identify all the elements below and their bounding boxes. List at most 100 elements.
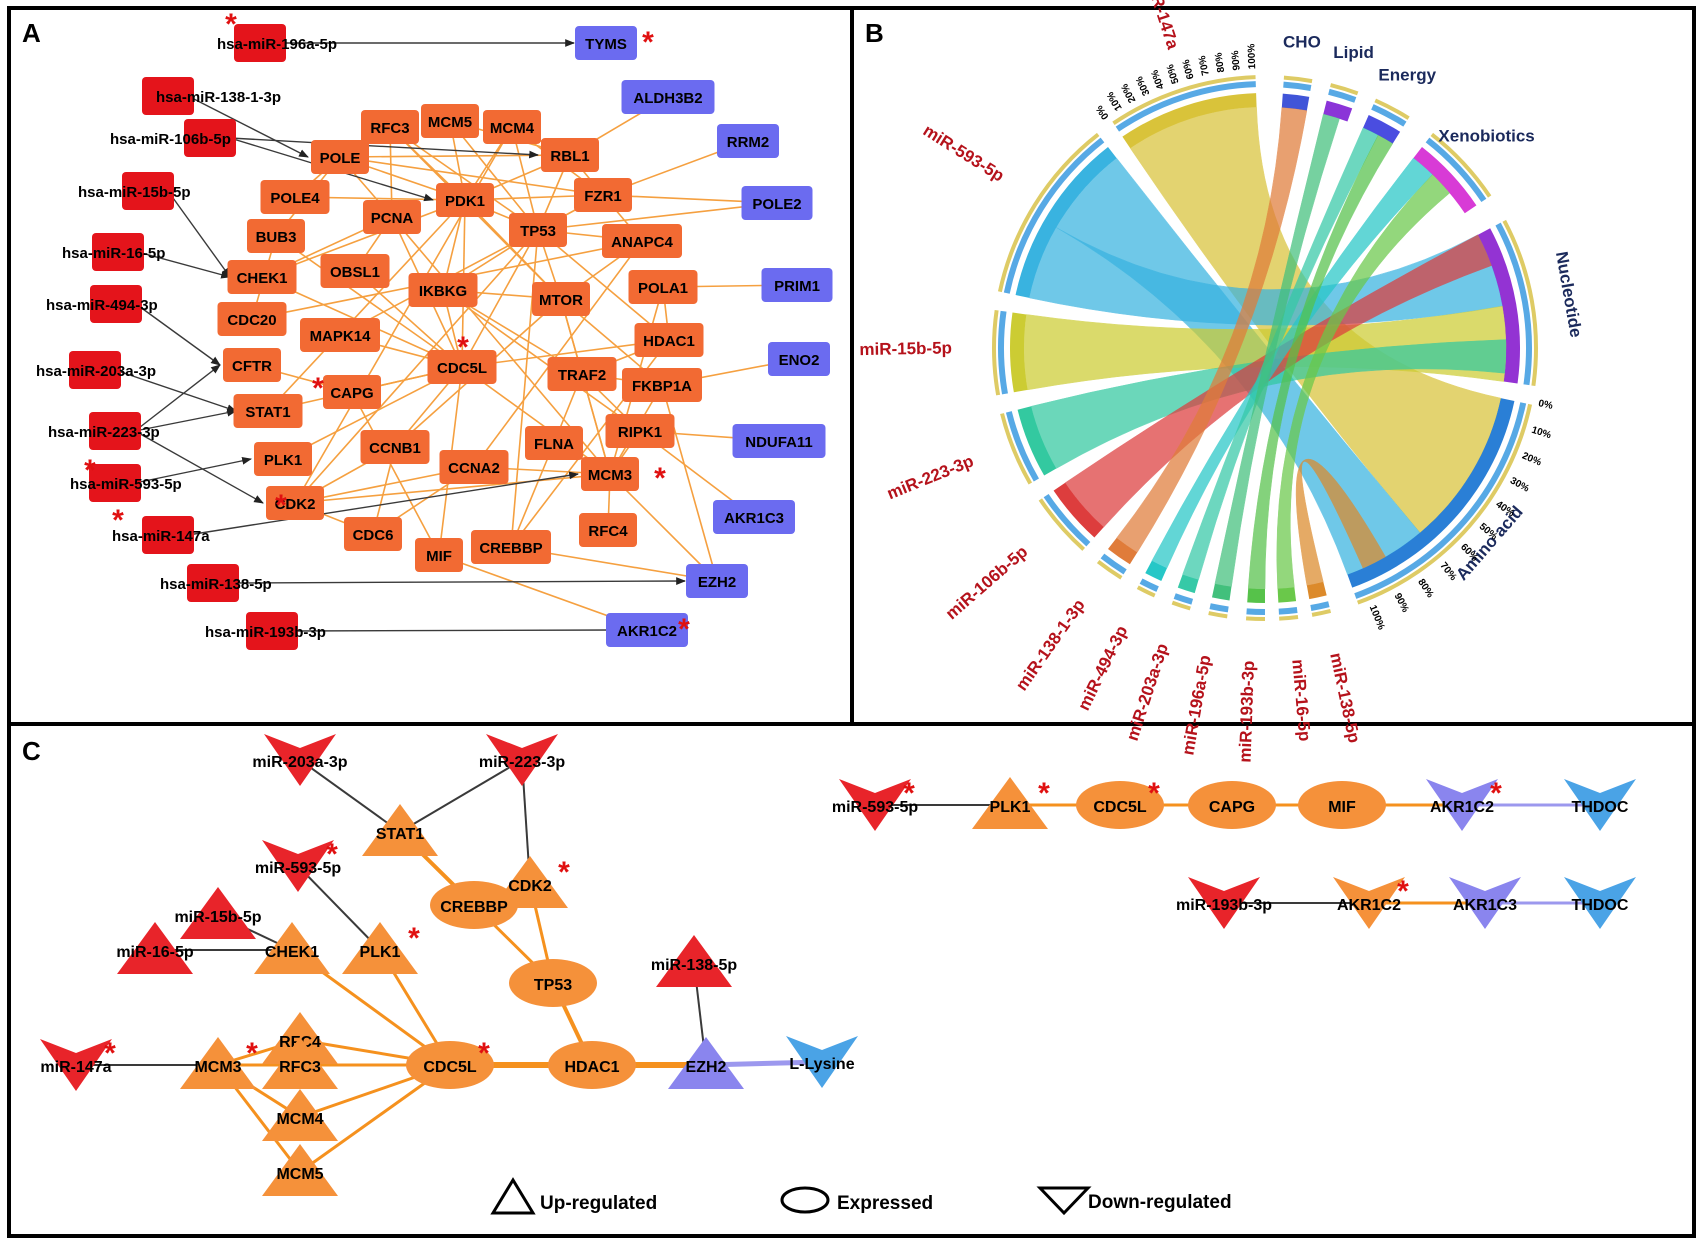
gene-label: HDAC1 bbox=[643, 333, 695, 350]
mirna-target-edge bbox=[134, 430, 264, 504]
chord-outer-track bbox=[1328, 88, 1357, 103]
significance-star-icon: * bbox=[558, 856, 570, 889]
gene-edge bbox=[537, 202, 778, 231]
percent-tick-label: 90% bbox=[1392, 592, 1411, 615]
mirna-label: hsa-miR-138-5p bbox=[160, 576, 272, 593]
percent-tick-label: 60% bbox=[1181, 58, 1197, 80]
mirna-node bbox=[234, 24, 286, 62]
metabolism-label: CHO bbox=[1283, 32, 1321, 51]
down-regulated-triangle-node bbox=[786, 1036, 858, 1088]
down-regulated-triangle-node bbox=[264, 734, 336, 786]
gene-node bbox=[360, 430, 430, 464]
significance-star-icon: * bbox=[104, 1037, 116, 1070]
mirna-node bbox=[187, 564, 239, 602]
metabolic-gene-label: EZH2 bbox=[698, 574, 736, 591]
chord-outer-track-2 bbox=[1096, 559, 1123, 580]
mirna-chord-label: miR-223-3p bbox=[884, 451, 976, 503]
percent-tick-label: 100% bbox=[1246, 43, 1258, 69]
up-regulated-triangle-node bbox=[254, 922, 330, 974]
node-label: MIF bbox=[1328, 799, 1356, 816]
gene-label: MTOR bbox=[539, 292, 583, 309]
mirna-node bbox=[122, 172, 174, 210]
mirna-chord-label: miR-203a-3p bbox=[1123, 641, 1172, 743]
gene-label: CDC6 bbox=[353, 527, 394, 544]
percent-tick-label: 80% bbox=[1213, 52, 1227, 74]
percent-tick-label: 20% bbox=[1520, 451, 1543, 469]
chord-segment-arc bbox=[1247, 588, 1265, 603]
gene-node bbox=[427, 350, 497, 384]
percent-tick-label: 0% bbox=[1537, 398, 1554, 412]
gene-node bbox=[223, 348, 281, 382]
chord-outer-track-2 bbox=[1000, 413, 1033, 485]
chord-outer-track bbox=[1425, 137, 1487, 203]
gene-node bbox=[247, 219, 305, 253]
chord-ribbon bbox=[1295, 458, 1386, 586]
mirna-node bbox=[90, 285, 142, 323]
mirna-target-edge bbox=[114, 369, 237, 412]
chord-ribbon bbox=[1247, 134, 1394, 590]
node-label: miR-16-5p bbox=[116, 944, 194, 961]
significance-star-icon: * bbox=[275, 489, 287, 522]
mirna-target-edge bbox=[135, 303, 221, 366]
significance-star-icon: * bbox=[1038, 777, 1050, 810]
legend-up-triangle-icon bbox=[490, 1177, 536, 1215]
mirna-node bbox=[184, 119, 236, 157]
up-regulated-triangle-node bbox=[972, 777, 1048, 829]
mirna-node bbox=[89, 464, 141, 502]
gene-node bbox=[634, 323, 704, 357]
metabolism-label: Xenobiotics bbox=[1438, 126, 1534, 145]
mirna-target-edge bbox=[291, 626, 616, 634]
mirna-node bbox=[92, 233, 144, 271]
chord-outer-track-2 bbox=[1208, 611, 1228, 619]
mirna-label: hsa-miR-138-1-3p bbox=[156, 89, 281, 106]
gene-edge bbox=[510, 229, 539, 548]
mirna-target-edge bbox=[187, 471, 579, 536]
down-regulated-triangle-node bbox=[1188, 877, 1260, 929]
significance-star-icon: * bbox=[1148, 777, 1160, 810]
gene-label: PCNA bbox=[371, 210, 414, 227]
node-label: miR-15b-5p bbox=[174, 909, 261, 926]
chord-segment-arc bbox=[1122, 93, 1257, 149]
chord-outer-track-2 bbox=[991, 310, 1001, 396]
gene-node bbox=[579, 513, 637, 547]
percent-tick-label: 30% bbox=[1508, 475, 1531, 494]
metabolic-gene-label: ALDH3B2 bbox=[633, 90, 702, 107]
gene-edge bbox=[510, 442, 555, 548]
node-label: miR-593-5p bbox=[832, 799, 918, 816]
chord-segment-arc bbox=[1477, 228, 1520, 384]
gene-node bbox=[344, 517, 402, 551]
metabolic-gene-node bbox=[741, 186, 813, 220]
gene-label: RFC4 bbox=[588, 523, 628, 540]
significance-star-icon: * bbox=[1490, 777, 1502, 810]
metabolic-gene-node bbox=[621, 80, 715, 114]
node-label: PLK1 bbox=[990, 799, 1031, 816]
node-label: TP53 bbox=[534, 977, 572, 994]
gene-node bbox=[300, 318, 380, 352]
chord-segment-arc bbox=[1017, 406, 1057, 476]
gene-edge bbox=[511, 126, 539, 231]
significance-star-icon: * bbox=[1397, 875, 1409, 908]
node-label: PLK1 bbox=[360, 944, 401, 961]
percent-tick-label: 20% bbox=[1119, 82, 1138, 105]
significance-star-icon: * bbox=[326, 838, 338, 871]
mirna-chord-label: miR-138-5p bbox=[1326, 651, 1364, 745]
panel-b-chord-diagram: CHOLipidEnergyXenobioticsNucleotideAmino… bbox=[859, 0, 1585, 763]
gene-node bbox=[415, 538, 463, 572]
up-regulated-triangle-node bbox=[362, 804, 438, 856]
gene-label: CDC20 bbox=[227, 312, 276, 329]
gene-node bbox=[581, 457, 639, 491]
chord-segment-arc bbox=[1211, 583, 1232, 601]
chord-outer-track-2 bbox=[1311, 609, 1332, 617]
expressed-ellipse-node bbox=[548, 1041, 636, 1089]
gene-label: OBSL1 bbox=[330, 264, 380, 281]
chord-segment-arc bbox=[1009, 312, 1028, 393]
gene-edge bbox=[442, 289, 641, 432]
significance-star-icon: * bbox=[457, 331, 469, 364]
chord-outer-track-2 bbox=[1502, 219, 1539, 386]
expressed-ellipse-node bbox=[1076, 781, 1164, 829]
chord-segment-arc bbox=[1108, 537, 1138, 565]
gene-label: CDK2 bbox=[275, 496, 316, 513]
expressed-ellipse-node bbox=[1298, 781, 1386, 829]
gene-label: MCM4 bbox=[490, 120, 535, 137]
